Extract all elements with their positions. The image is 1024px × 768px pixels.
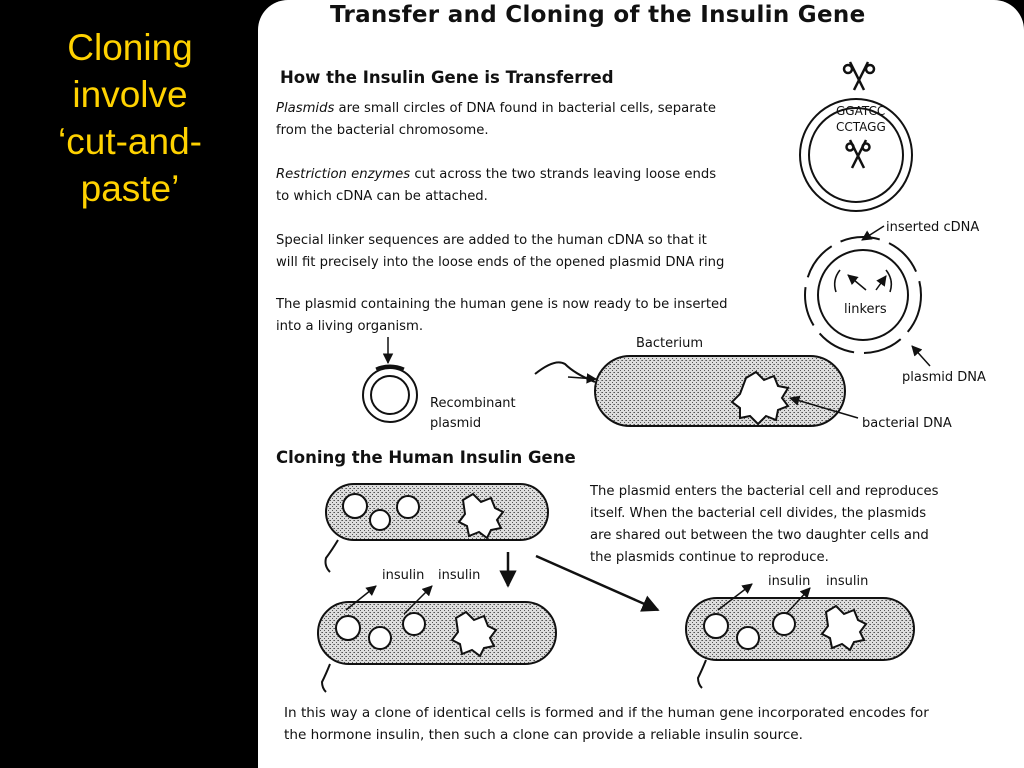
text: from the bacterial chromosome. — [276, 123, 489, 138]
text: are small circles of DNA found in bacter… — [334, 101, 717, 116]
plasmid-dna-label: plasmid DNA — [902, 370, 986, 385]
paragraph-reproduction: The plasmid enters the bacterial cell an… — [590, 481, 939, 569]
opened-plasmid — [804, 236, 922, 354]
slide-title-line: involve — [72, 74, 188, 115]
term: Restriction enzymes — [276, 167, 411, 182]
section-heading: Cloning the Human Insulin Gene — [276, 448, 576, 467]
text: into a living organism. — [276, 319, 424, 334]
bacterium-label: Bacterium — [636, 336, 703, 351]
recombinant-plasmid-label: Recombinant — [430, 396, 516, 411]
paragraph-linkers: Special linker sequences are added to th… — [276, 230, 724, 274]
figure-title: Transfer and Cloning of the Insulin Gene — [330, 2, 866, 28]
slide-title-line: Cloning — [67, 27, 193, 68]
slide-title: Cloning involve ‘cut-and- paste’ — [30, 24, 230, 212]
figure-panel: Transfer and Cloning of the Insulin Gene… — [258, 0, 1024, 768]
insulin-label: insulin — [382, 568, 425, 583]
parent-bacterium — [324, 483, 549, 573]
bacterial-dna-label: bacterial DNA — [862, 416, 952, 431]
inserted-cdna-label: inserted cDNA — [886, 220, 980, 235]
text: the hormone insulin, then such a clone c… — [284, 727, 803, 743]
division-arrow — [535, 554, 660, 612]
text: will fit precisely into the loose ends o… — [276, 255, 725, 270]
insulin-arrow — [717, 583, 753, 611]
text: itself. When the bacterial cell divides,… — [590, 506, 927, 521]
recombinant-plasmid — [362, 364, 418, 423]
text: The plasmid enters the bacterial cell an… — [590, 484, 939, 499]
conclusion-text: In this way a clone of identical cells i… — [284, 702, 929, 746]
text: the plasmids continue to reproduce. — [590, 550, 829, 565]
insulin-label: insulin — [438, 568, 481, 583]
text: Special linker sequences are added to th… — [276, 233, 707, 248]
insulin-arrow — [345, 585, 377, 611]
daughter-bacterium — [685, 597, 915, 689]
paragraph-ready: The plasmid containing the human gene is… — [276, 294, 728, 338]
text: cut across the two strands leaving loose… — [410, 167, 717, 182]
daughter-bacterium — [317, 601, 557, 693]
insulin-label: insulin — [826, 574, 869, 589]
bacterium — [534, 355, 846, 427]
scissors-icon — [845, 139, 871, 169]
bacterial-dna-arrow — [788, 395, 859, 419]
recombinant-plasmid-label: plasmid — [430, 416, 482, 431]
section-heading: How the Insulin Gene is Transferred — [280, 68, 614, 87]
insulin-label: insulin — [768, 574, 811, 589]
slide-title-line: paste’ — [80, 168, 180, 209]
text: are shared out between the two daughter … — [590, 528, 929, 543]
plasmid-dna-arrow — [911, 345, 931, 367]
plasmid-entry-arrow — [567, 373, 598, 384]
insulin-arrow — [403, 585, 433, 615]
linkers-label: linkers — [844, 302, 887, 317]
inserted-cdna-arrow — [861, 225, 885, 241]
sequence-label: CCTAGG — [836, 120, 886, 134]
linker-arrow — [847, 274, 867, 291]
scissors-icon — [842, 61, 876, 91]
sequence-label: GGATCC — [836, 104, 886, 118]
paragraph-plasmids: Plasmids are small circles of DNA found … — [276, 98, 716, 142]
paragraph-enzymes: Restriction enzymes cut across the two s… — [276, 164, 716, 208]
cloning-diagram — [317, 61, 931, 693]
plasmid-ring — [799, 98, 913, 212]
text: The plasmid containing the human gene is… — [276, 297, 728, 312]
text: to which cDNA can be attached. — [276, 189, 488, 204]
term: Plasmids — [276, 101, 335, 116]
linker-arrow — [875, 275, 887, 291]
insulin-arrow — [785, 587, 811, 615]
slide-title-line: ‘cut-and- — [58, 121, 202, 162]
text: In this way a clone of identical cells i… — [284, 705, 929, 721]
